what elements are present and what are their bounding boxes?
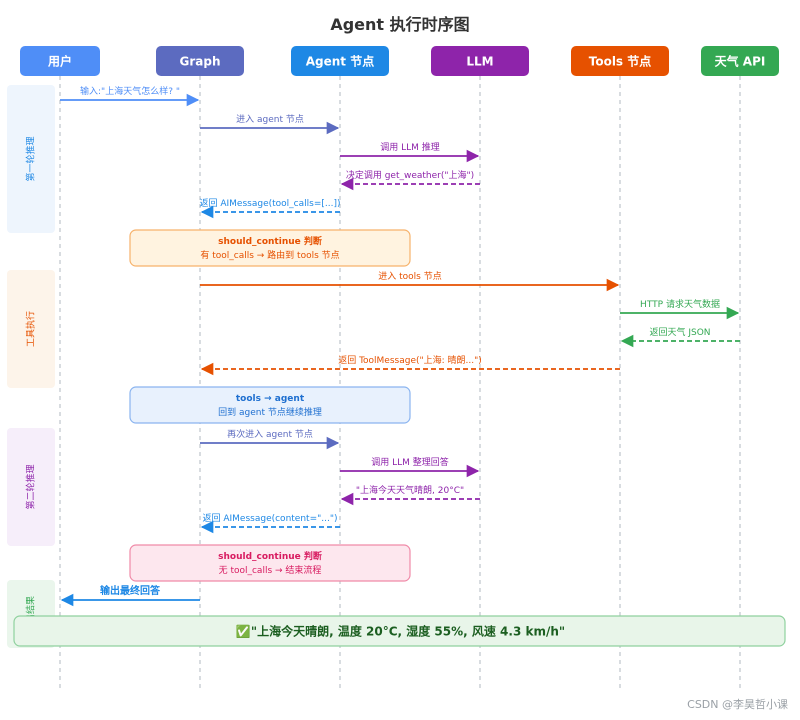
diagram-title: Agent 执行时序图 <box>330 15 469 34</box>
phase-band-0 <box>7 85 55 233</box>
participant-label-agent: Agent 节点 <box>306 54 374 69</box>
message-label: 调用 LLM 整理回答 <box>371 456 449 468</box>
message-label: 决定调用 get_weather("上海") <box>346 169 474 181</box>
phase-band-1 <box>7 270 55 388</box>
message-label: 返回 AIMessage(content="...") <box>202 512 337 524</box>
participant-box-api <box>701 46 779 76</box>
phase-label: 第二轮推理 <box>25 464 37 509</box>
message-label: 返回 ToolMessage("上海: 晴朗...") <box>338 354 482 366</box>
result-text: "上海今天晴朗, 温度 20°C, 湿度 55%, 风速 4.3 km/h" <box>251 624 565 639</box>
note-text: 有 tool_calls → 路由到 tools 节点 <box>200 249 339 261</box>
check-icon: ✅ <box>236 625 251 639</box>
participant-box-graph <box>156 46 244 76</box>
phase-label: 第一轮推理 <box>25 136 37 181</box>
note-box-1 <box>129 386 411 424</box>
participant-box-agent <box>291 46 389 76</box>
participant-label-user: 用户 <box>47 54 72 69</box>
note-text: 无 tool_calls → 结束流程 <box>219 564 322 576</box>
participant-label-tools: Tools 节点 <box>589 54 652 69</box>
message-label: 再次进入 agent 节点 <box>227 428 313 440</box>
csdn-watermark: CSDN @李昊哲小课 <box>687 697 788 711</box>
message-label: 输出最终回答 <box>100 584 161 597</box>
message-label: 进入 tools 节点 <box>378 271 441 282</box>
message-label: 输入:"上海天气怎么样? " <box>80 85 180 97</box>
participant-box-llm <box>431 46 529 76</box>
note-title: tools → agent <box>236 394 305 404</box>
note-box-2 <box>129 544 411 582</box>
note-title: should_continue 判断 <box>218 235 322 247</box>
participant-label-api: 天气 API <box>715 54 766 69</box>
note-box-0 <box>129 229 411 267</box>
message-label: 调用 LLM 推理 <box>380 141 440 153</box>
result-box <box>13 615 786 647</box>
note-title: should_continue 判断 <box>218 550 322 562</box>
participant-label-llm: LLM <box>466 55 493 69</box>
participant-label-graph: Graph <box>180 55 221 69</box>
message-label: 返回天气 JSON <box>649 326 710 338</box>
phase-label: 工具执行 <box>25 311 37 347</box>
message-label: 返回 AIMessage(tool_calls=[...]) <box>200 197 341 209</box>
message-label: HTTP 请求天气数据 <box>640 298 720 310</box>
participant-box-tools <box>571 46 669 76</box>
participant-box-user <box>20 46 100 76</box>
note-text: 回到 agent 节点继续推理 <box>218 406 322 418</box>
message-label: 进入 agent 节点 <box>236 114 304 125</box>
message-label: "上海今天天气晴朗, 20°C" <box>356 484 464 496</box>
phase-band-2 <box>7 428 55 546</box>
